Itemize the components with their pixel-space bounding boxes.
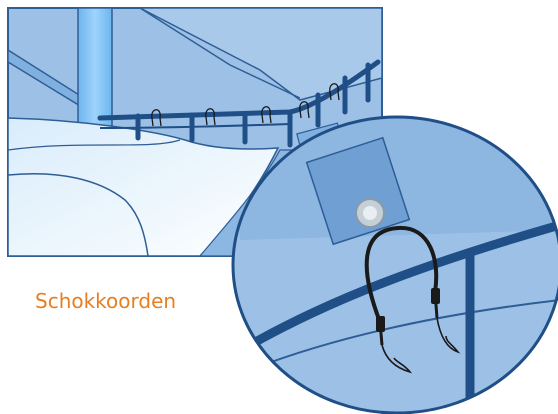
caption-label: Schokkoorden [35, 287, 176, 315]
mast [78, 8, 112, 126]
pad-eye-hole [363, 206, 377, 220]
